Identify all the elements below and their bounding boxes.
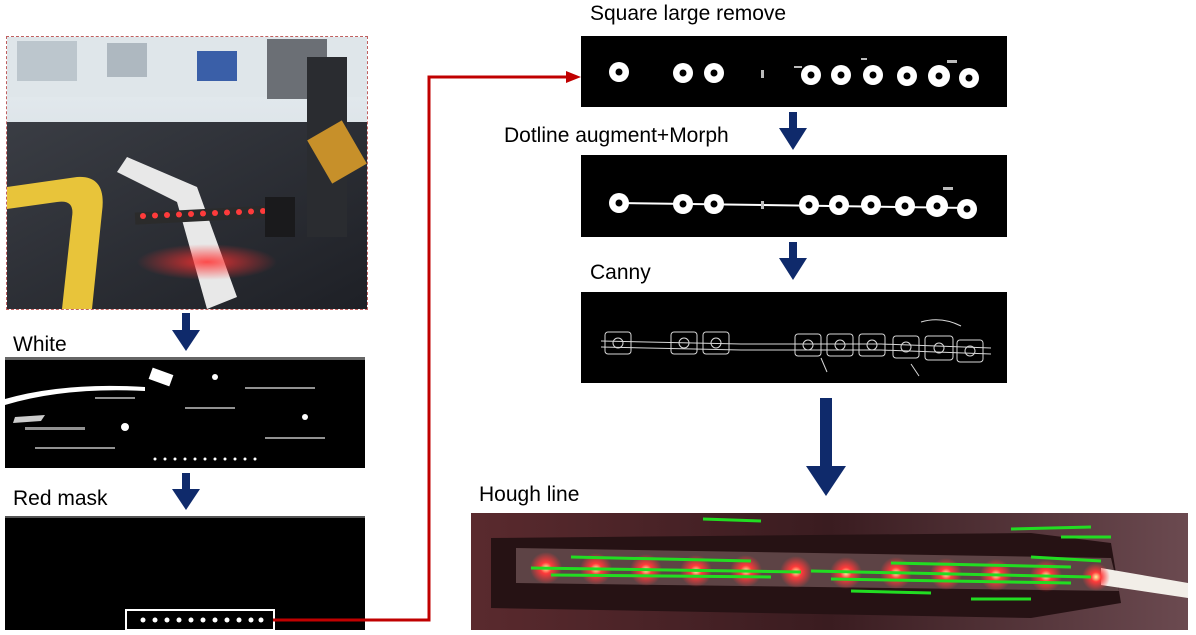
source-photo — [6, 36, 368, 310]
white-threshold-panel — [5, 357, 365, 468]
dotline-augment-panel — [581, 155, 1007, 237]
arrow-dotline-to-canny — [789, 242, 797, 262]
label-red-mask: Red mask — [13, 487, 108, 510]
label-canny: Canny — [590, 261, 651, 284]
square-large-remove-panel — [581, 36, 1007, 107]
red-mask-panel — [5, 516, 365, 630]
label-dotline-augment: Dotline augment+Morph — [504, 124, 729, 147]
label-hough-line: Hough line — [479, 483, 580, 506]
arrow-white-to-red — [182, 473, 190, 493]
arrow-canny-to-hough — [820, 398, 832, 468]
hough-line-panel — [471, 513, 1188, 630]
arrow-square-to-dotline — [789, 112, 797, 132]
canny-panel — [581, 292, 1007, 383]
arrow-photo-to-white — [182, 313, 190, 335]
label-square-large-remove: Square large remove — [590, 2, 787, 25]
label-white: White — [13, 333, 67, 356]
